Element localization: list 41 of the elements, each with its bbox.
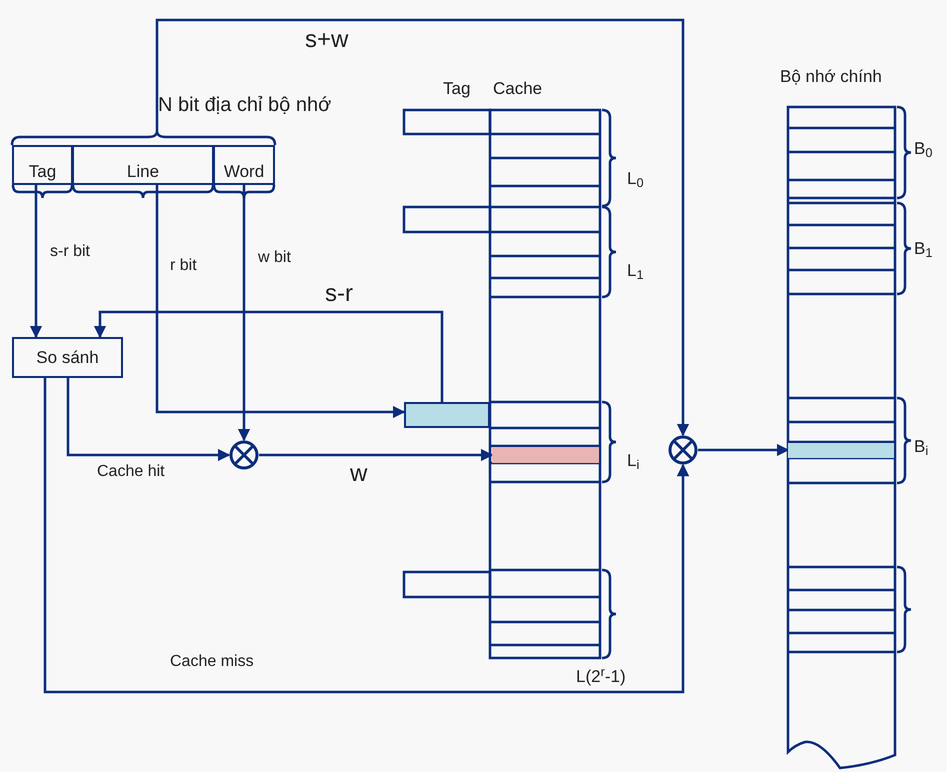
word-field	[213, 145, 275, 185]
arrow	[66, 378, 230, 462]
compare-box	[12, 337, 123, 378]
address-heading: N bit địa chỉ bộ nhớ	[158, 93, 332, 118]
cache-word-row	[492, 447, 599, 463]
edge-label: s-r	[325, 282, 353, 306]
part-label: L$_{0}$	[627, 170, 644, 187]
part-label: B$_{1}$	[914, 240, 932, 257]
arrow	[94, 310, 444, 402]
line-field	[72, 145, 214, 185]
tag-field	[12, 145, 73, 185]
edge-label: Cache miss	[170, 654, 254, 670]
edge-label: w	[350, 462, 368, 486]
part-label: L$_{1}$	[627, 262, 644, 279]
field-label: Tag	[28, 163, 56, 180]
part-label: Cache	[493, 80, 542, 97]
part-label: B$_{i}$	[914, 438, 928, 455]
arrow	[156, 185, 406, 418]
edge-label: s+w	[305, 28, 348, 52]
part-label: L(2$^{r}$-1)	[576, 668, 626, 685]
edge-label: Cache hit	[97, 464, 165, 480]
multiplier-symbol	[668, 435, 698, 465]
arrow	[259, 448, 494, 462]
edge-label: s-r bit	[50, 244, 90, 260]
arrow	[44, 378, 690, 694]
arrow	[156, 18, 690, 436]
edge-label: r bit	[170, 258, 197, 274]
arrow	[698, 444, 790, 456]
memory-word-row	[788, 443, 894, 458]
part-label: Bộ nhớ chính	[780, 68, 882, 85]
field-label: So sánh	[36, 349, 99, 366]
arrow	[30, 185, 42, 338]
tag-cell	[404, 402, 490, 428]
multiplier-symbol	[229, 440, 259, 470]
arrow	[238, 185, 250, 442]
edge-label: w bit	[258, 250, 291, 266]
part-label: Tag	[443, 80, 470, 97]
part-label: B$_{0}$	[914, 140, 932, 157]
field-label: Word	[224, 163, 264, 180]
part-label: L$_{i}$	[627, 452, 640, 469]
field-label: Line	[126, 163, 160, 180]
